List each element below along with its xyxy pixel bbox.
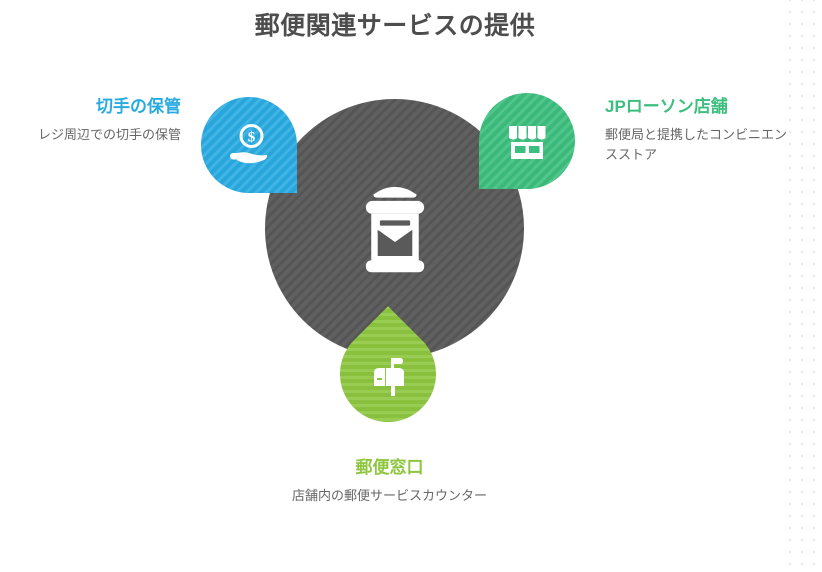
svg-text:$: $ <box>248 130 256 146</box>
label-counter-heading: 郵便窓口 <box>355 458 424 477</box>
node-marker-store[interactable] <box>479 93 575 189</box>
label-store-heading: JPローソン店舗 <box>605 97 728 116</box>
page-title: 郵便関連サービスの提供 <box>254 12 536 40</box>
label-counter: 郵便窓口 店舗内の郵便サービスカウンター <box>283 457 496 506</box>
hand-holding-coin-icon: $ <box>230 124 268 164</box>
label-store-description: 郵便局と提携したコンビニエンスストア <box>605 127 788 163</box>
label-counter-description: 店舗内の郵便サービスカウンター <box>291 488 487 504</box>
label-store: JPローソン店舗 郵便局と提携したコンビニエンスストア <box>605 96 790 165</box>
label-stamp: 切手の保管 レジ周辺での切手の保管 <box>0 96 181 145</box>
node-marker-counter[interactable] <box>320 306 456 442</box>
label-stamp-heading: 切手の保管 <box>96 97 181 116</box>
teardrop-shape-store <box>479 93 575 189</box>
node-marker-stamp[interactable]: $ <box>201 97 297 193</box>
label-stamp-description: レジ周辺での切手の保管 <box>37 127 181 143</box>
mailbox-icon <box>374 358 404 396</box>
japanese-postbox-icon <box>365 186 424 272</box>
storefront-icon <box>509 126 546 159</box>
